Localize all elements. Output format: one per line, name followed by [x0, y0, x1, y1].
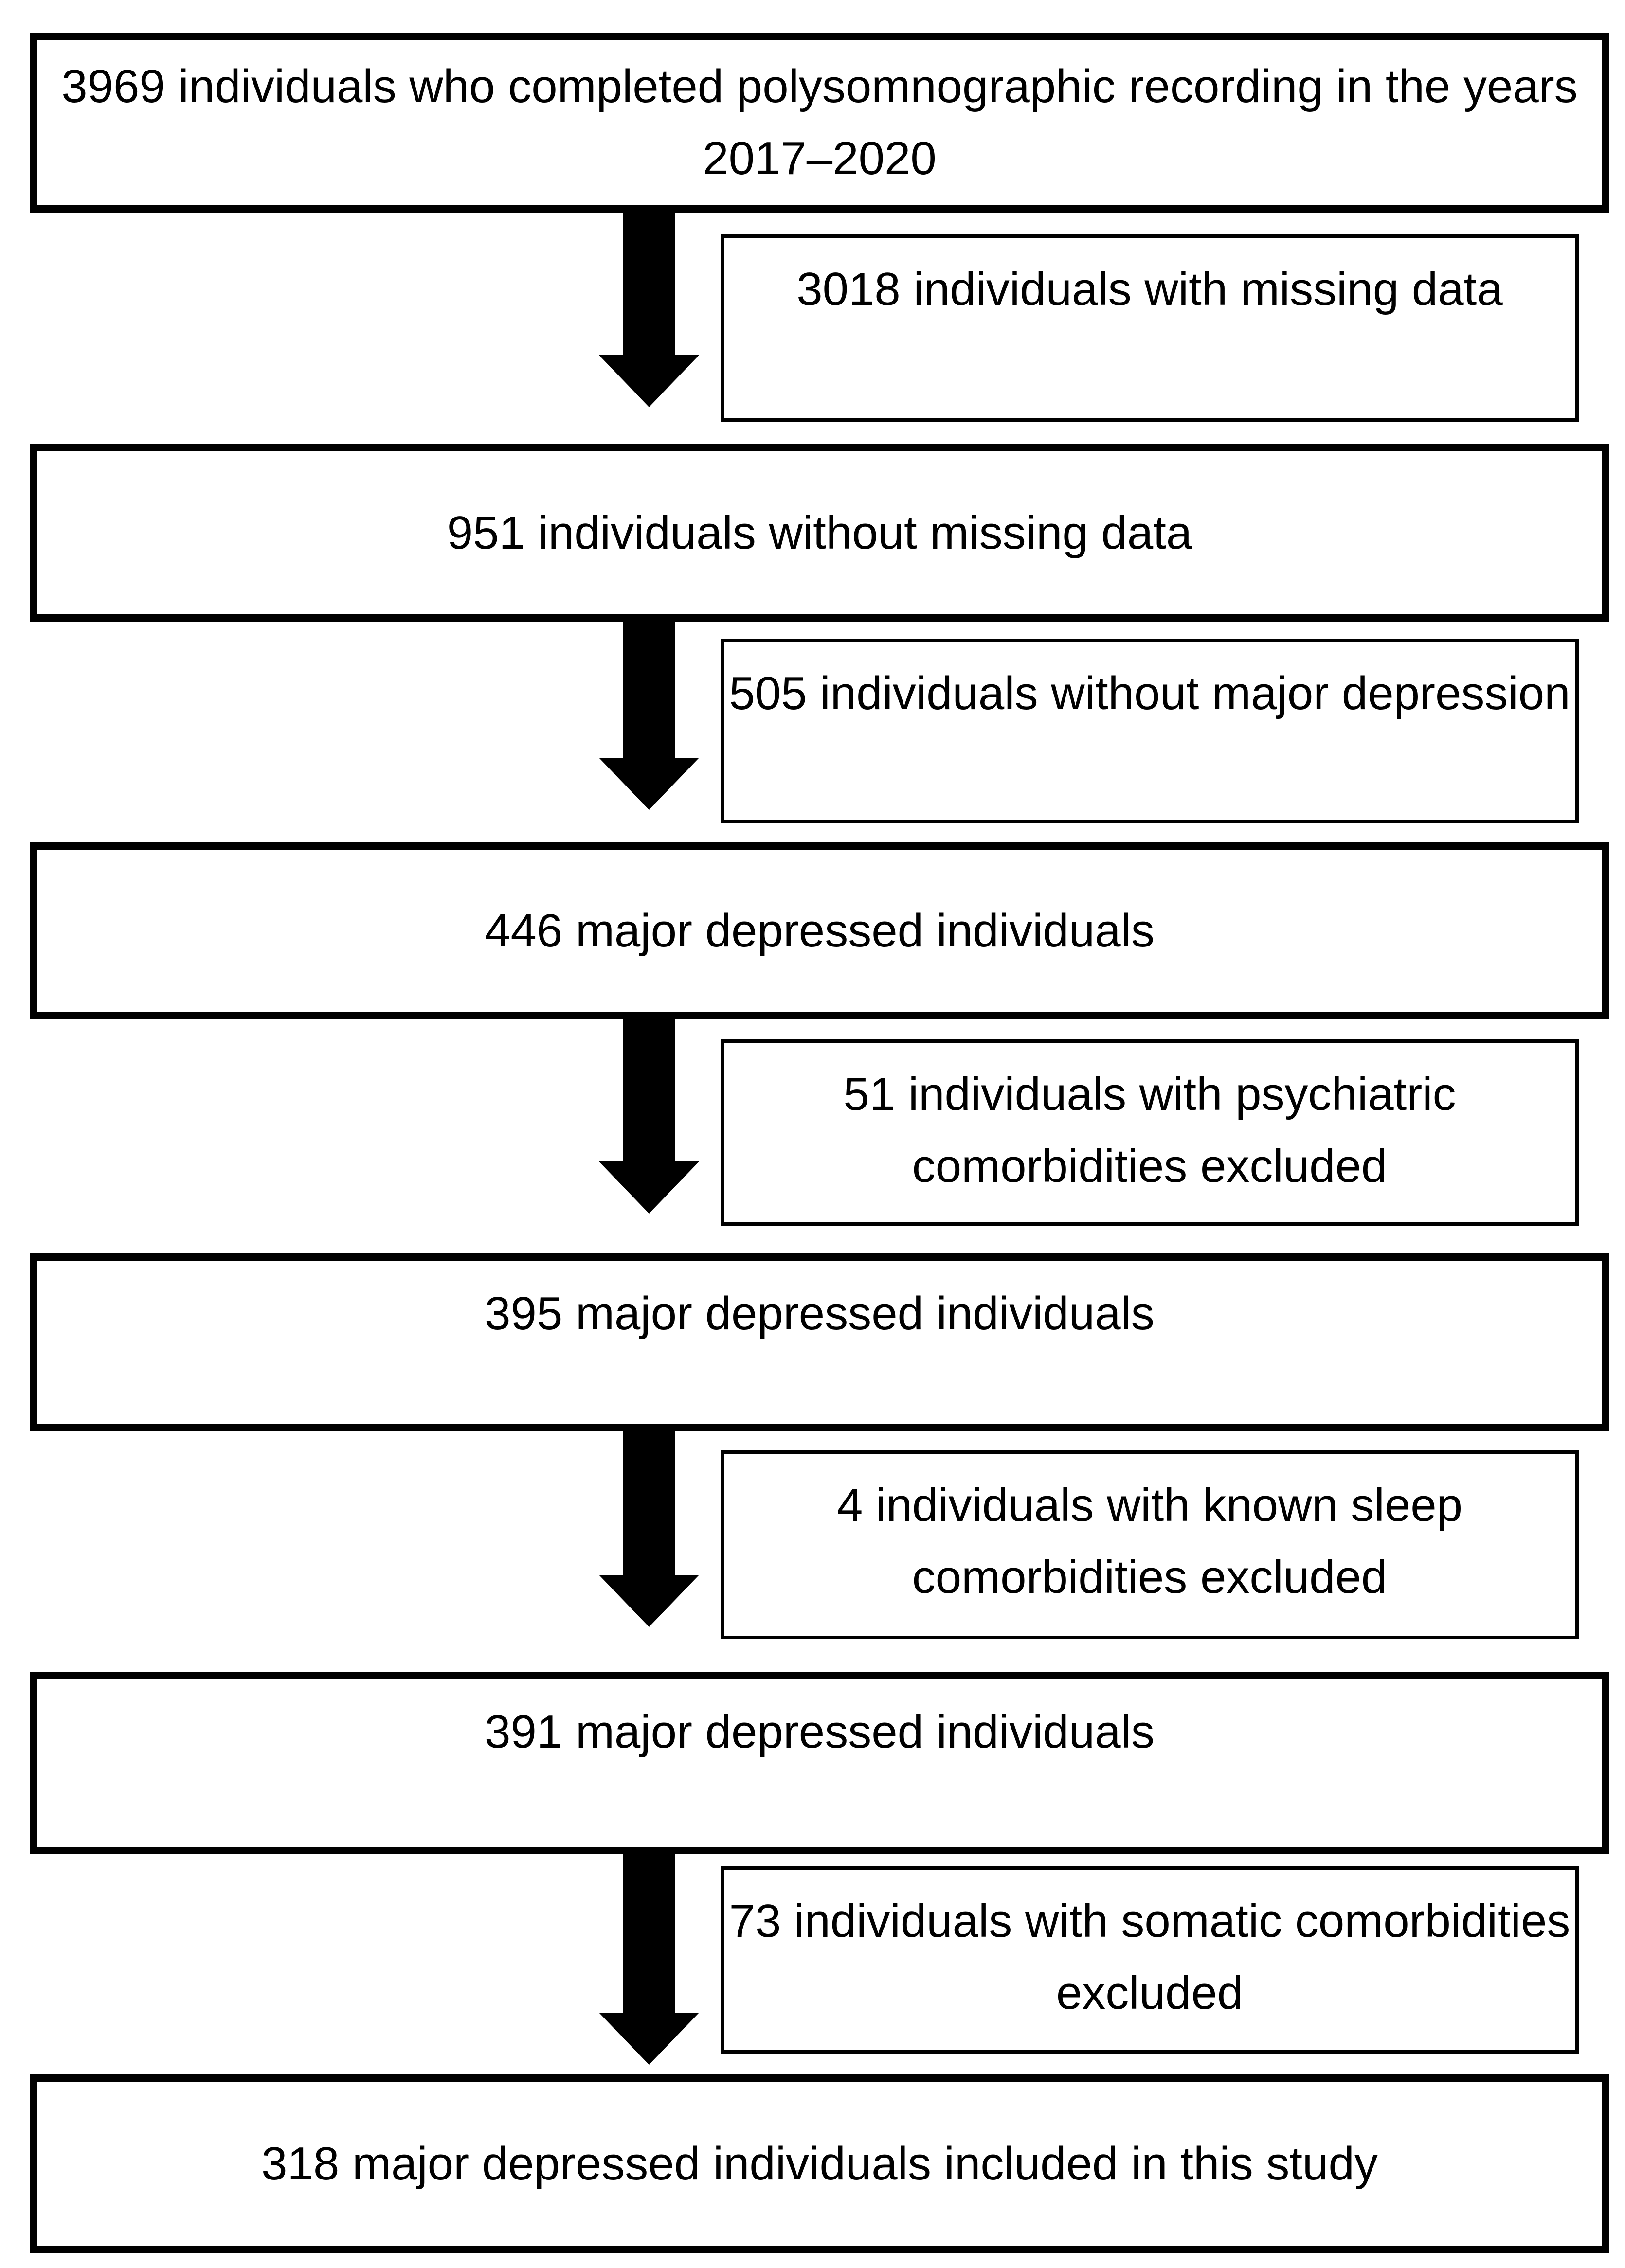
box-text-line: 73 individuals with somatic comorbiditie… — [729, 1895, 1571, 1947]
box-text-line: 318 major depressed individuals included… — [261, 2137, 1378, 2190]
flow-box-psg-recordings: 3969 individuals who completed polysomno… — [30, 33, 1609, 213]
box-text-line: 3969 individuals who completed polysomno… — [61, 60, 1578, 112]
box-text-line: excluded — [1056, 1967, 1244, 2019]
box-text-line: 505 individuals without major depression — [729, 667, 1571, 719]
exclusion-box-without-major-depression: 505 individuals without major depression — [721, 639, 1579, 823]
arrow-shaft — [623, 1431, 675, 1575]
box-text-line: comorbidities excluded — [912, 1140, 1388, 1192]
down-arrow-icon-4 — [598, 1431, 699, 1627]
box-text-line: 51 individuals with psychiatric — [843, 1068, 1456, 1120]
box-text-line: 3018 individuals with missing data — [796, 263, 1503, 315]
exclusion-box-psychiatric-comorbidities: 51 individuals with psychiatric comorbidi… — [721, 1039, 1579, 1226]
flow-box-without-missing-data: 951 individuals without missing data — [30, 444, 1609, 622]
arrow-shaft — [623, 622, 675, 758]
box-text-line: 446 major depressed individuals — [485, 904, 1155, 957]
flow-box-included-in-study: 318 major depressed individuals included… — [30, 2074, 1609, 2253]
flow-box-391-major-depressed: 391 major depressed individuals — [30, 1672, 1609, 1854]
box-text-line: 2017–2020 — [703, 132, 937, 184]
arrow-shaft — [623, 213, 675, 355]
arrow-head — [598, 1161, 699, 1214]
box-text-line: 391 major depressed individuals — [485, 1706, 1155, 1758]
arrow-head — [598, 355, 699, 407]
arrow-head — [598, 758, 699, 810]
down-arrow-icon-1 — [598, 213, 699, 407]
flow-box-446-major-depressed: 446 major depressed individuals — [30, 842, 1609, 1019]
box-text-line: 951 individuals without missing data — [447, 506, 1192, 559]
exclusion-box-sleep-comorbidities: 4 individuals with known sleep comorbidit… — [721, 1450, 1579, 1639]
box-text-line: 4 individuals with known sleep — [836, 1479, 1463, 1531]
arrow-head — [598, 1575, 699, 1627]
flow-box-395-major-depressed: 395 major depressed individuals — [30, 1253, 1609, 1431]
down-arrow-icon-3 — [598, 1019, 699, 1214]
arrow-shaft — [623, 1019, 675, 1161]
exclusion-box-somatic-comorbidities: 73 individuals with somatic comorbiditie… — [721, 1866, 1579, 2054]
down-arrow-icon-5 — [598, 1854, 699, 2065]
arrow-shaft — [623, 1854, 675, 2013]
box-text-line: 395 major depressed individuals — [485, 1287, 1155, 1339]
box-text-line: comorbidities excluded — [912, 1551, 1388, 1603]
exclusion-box-missing-data: 3018 individuals with missing data — [721, 234, 1579, 422]
down-arrow-icon-2 — [598, 622, 699, 810]
arrow-head — [598, 2013, 699, 2065]
